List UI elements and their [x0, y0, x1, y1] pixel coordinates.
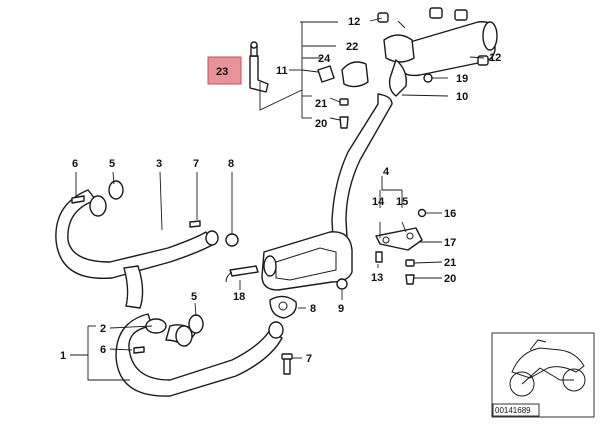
callout-15: 15: [396, 196, 408, 208]
callout-12: 12: [489, 52, 501, 64]
callout-23: 23: [216, 66, 228, 78]
bracket-17: [375, 227, 423, 251]
rear-silencer: [377, 7, 498, 97]
callout-24: 24: [318, 53, 331, 65]
callout-20: 20: [315, 118, 327, 130]
motorcycle-icon: [509, 339, 586, 397]
upper-header-pipe: [55, 189, 219, 309]
callout-7: 7: [306, 353, 312, 365]
callout-14: 14: [372, 196, 385, 208]
callout-3: 3: [156, 158, 162, 170]
callout-7: 7: [193, 158, 199, 170]
clamp-bracket-parts: [317, 61, 369, 129]
callout-21: 21: [444, 257, 456, 269]
callout-5: 5: [191, 291, 197, 303]
pipe-clamps: [89, 180, 204, 347]
callout-13: 13: [371, 272, 383, 284]
leader-lines: [70, 17, 485, 381]
diagram-id: 00141689: [495, 406, 531, 415]
motorcycle-inset: 00141689: [491, 332, 595, 418]
callout-8: 8: [310, 303, 316, 315]
callout-16: 16: [444, 208, 456, 220]
callout-2: 2: [100, 323, 106, 335]
callout-6: 6: [72, 158, 78, 170]
callout-21: 21: [315, 98, 327, 110]
callout-20: 20: [444, 273, 456, 285]
callout-19: 19: [456, 73, 468, 85]
lambda-sensor: [225, 265, 259, 283]
callout-22: 22: [346, 41, 358, 53]
bracket-part-23: [249, 41, 269, 93]
callout-17: 17: [444, 237, 456, 249]
callout-1: 1: [60, 350, 66, 362]
highlight-box-23: [207, 56, 242, 85]
callout-5: 5: [109, 158, 115, 170]
callout-18: 18: [233, 291, 245, 303]
callout-4: 4: [383, 166, 390, 178]
collector-box: [261, 231, 353, 291]
callout-8: 8: [228, 158, 234, 170]
callout-9: 9: [338, 303, 344, 315]
callout-12: 12: [348, 16, 360, 28]
bolts-screws: [71, 195, 427, 375]
callout-11: 11: [276, 65, 288, 77]
callout-6: 6: [100, 344, 106, 356]
gaskets: [225, 233, 297, 319]
callout-labels: 12 12 22 24 11 19 10 21 20 23 6 5 3 7 8 …: [60, 16, 501, 365]
callout-10: 10: [456, 91, 468, 103]
